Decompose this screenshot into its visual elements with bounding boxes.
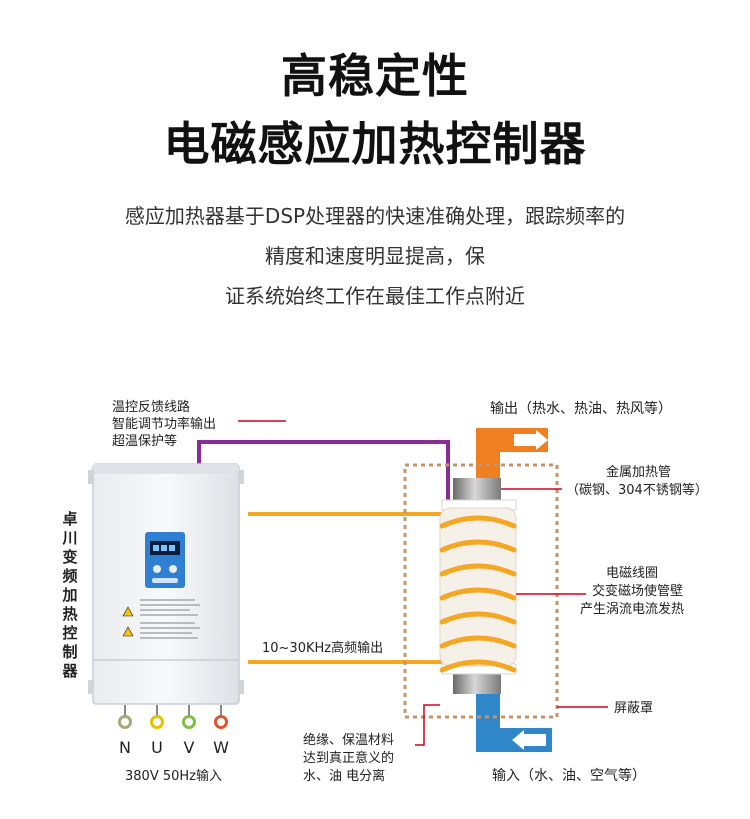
insulation-label-3: 水、油 电分离 xyxy=(303,768,385,784)
output-arrow-icon xyxy=(514,430,548,450)
metal-tube-material: （碳钢、304不锈钢等） xyxy=(566,482,708,498)
insulation-label-1: 绝缘、保温材料 xyxy=(303,732,394,748)
power-terminals: N U V W xyxy=(118,705,229,757)
description-line2: 精度和速度明显提高，保 xyxy=(265,244,485,268)
svg-text:频: 频 xyxy=(62,567,77,585)
svg-text:川: 川 xyxy=(61,529,77,547)
terminal-ring-n xyxy=(118,715,132,729)
insulation-leader xyxy=(415,704,440,746)
terminal-label-n: N xyxy=(119,738,131,757)
electromagnetic-coil xyxy=(439,515,517,673)
feedback-line xyxy=(197,440,450,500)
page-title-line2: 电磁感应加热控制器 xyxy=(163,117,587,171)
shield-box xyxy=(403,463,559,719)
terminal-ring-v xyxy=(182,715,196,729)
control-features-label: 温控反馈线路 智能调节功率输出 超温保护等 xyxy=(112,399,216,449)
shield-label: 屏蔽罩 xyxy=(614,701,653,716)
svg-text:卓: 卓 xyxy=(62,510,77,528)
panel-button-icon xyxy=(153,565,161,573)
warning-icon xyxy=(122,626,134,637)
feature-power-output: 智能调节功率输出 xyxy=(112,416,216,432)
coil-desc2: 产生涡流电流发热 xyxy=(580,601,684,617)
terminal-ring-w xyxy=(214,715,228,729)
terminal-label-u: U xyxy=(151,738,163,757)
page-title-line1: 高稳定性 xyxy=(281,49,469,103)
input-arrow-icon xyxy=(512,730,546,750)
insulation-label-2: 达到真正意义的 xyxy=(303,750,394,766)
output-label: 输出（热水、热油、热风等） xyxy=(490,400,672,417)
metal-tube-label: 金属加热管 xyxy=(606,464,671,480)
warning-icon xyxy=(122,606,134,617)
description-line3: 证系统始终工作在最佳工作点附近 xyxy=(225,284,525,308)
terminal-label-v: V xyxy=(184,738,195,757)
svg-text:加: 加 xyxy=(61,586,77,604)
device-vertical-label: 卓 川 变 频 加 热 控 制 器 xyxy=(61,510,78,680)
feature-overheat-protect: 超温保护等 xyxy=(112,433,177,449)
coil-desc1: 交变磁场使管壁 xyxy=(592,583,683,599)
panel-button-icon xyxy=(169,565,177,573)
terminal-label-w: W xyxy=(213,738,229,757)
terminal-ring-u xyxy=(150,715,164,729)
input-pipe xyxy=(476,688,552,752)
description-line1: 感应加热器基于DSP处理器的快速准确处理，跟踪频率的 xyxy=(124,204,626,228)
svg-text:热: 热 xyxy=(62,605,77,623)
hf-output-label: 10~30KHz高频输出 xyxy=(262,640,383,656)
svg-text:控: 控 xyxy=(62,624,77,642)
coil-label: 电磁线圈 xyxy=(606,566,658,581)
power-input-label: 380V 50Hz输入 xyxy=(125,768,222,784)
feature-temp-feedback: 温控反馈线路 xyxy=(112,399,190,415)
input-label: 输入（水、油、空气等） xyxy=(492,767,646,784)
svg-text:器: 器 xyxy=(61,662,78,680)
svg-text:制: 制 xyxy=(62,643,77,661)
controller-device xyxy=(88,463,244,705)
svg-text:变: 变 xyxy=(62,548,77,566)
